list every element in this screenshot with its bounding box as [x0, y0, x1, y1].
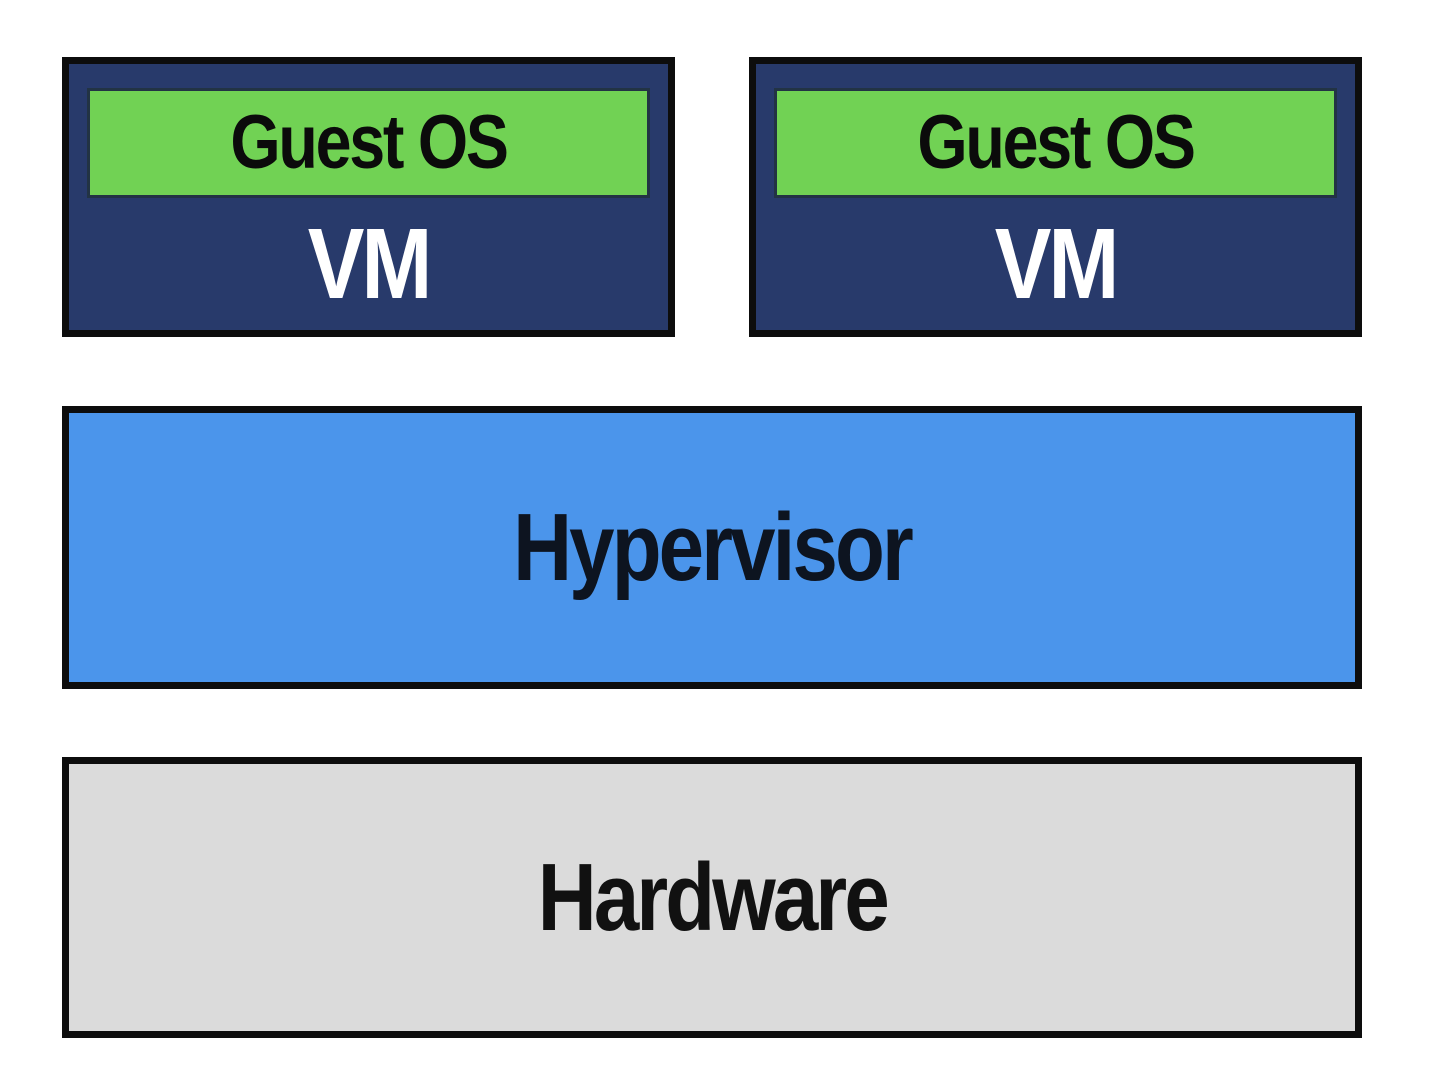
vm-box-2: Guest OS VM	[749, 57, 1362, 337]
hypervisor-label: Hypervisor	[513, 493, 914, 601]
vm-label-area-2: VM	[756, 198, 1355, 330]
vm-label-1: VM	[307, 208, 433, 320]
vm-label-area-1: VM	[69, 198, 668, 330]
guest-os-box-1: Guest OS	[87, 88, 650, 198]
hardware-label: Hardware	[537, 843, 889, 951]
hardware-layer: Hardware	[62, 757, 1362, 1038]
vm-box-1: Guest OS VM	[62, 57, 675, 337]
guest-os-label-1: Guest OS	[230, 100, 509, 185]
guest-os-box-2: Guest OS	[774, 88, 1337, 198]
guest-os-label-2: Guest OS	[917, 100, 1196, 185]
hypervisor-layer: Hypervisor	[62, 406, 1362, 689]
vm-label-2: VM	[994, 208, 1120, 320]
